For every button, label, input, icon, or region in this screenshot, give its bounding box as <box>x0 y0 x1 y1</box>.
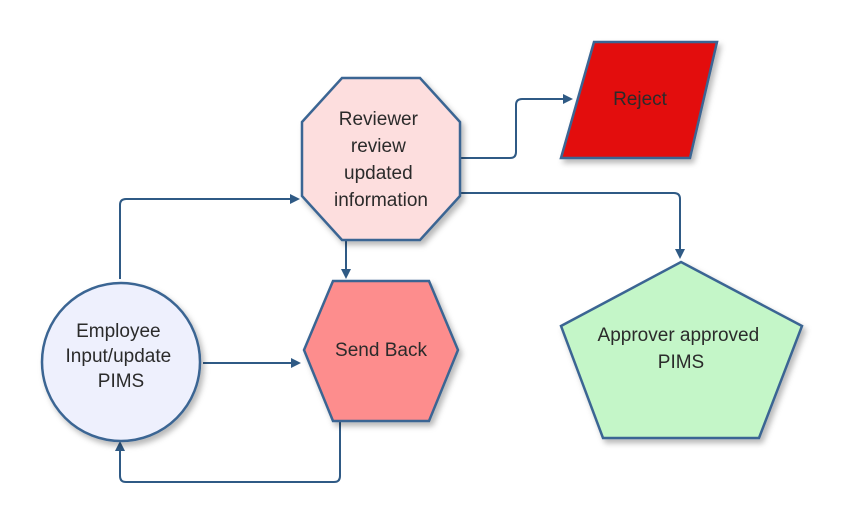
connector-send-back-to-employee <box>115 421 341 483</box>
approver-pentagon[interactable] <box>559 260 804 440</box>
reviewer-octagon[interactable] <box>300 76 462 242</box>
employee-circle[interactable] <box>40 281 202 443</box>
approver-label: Approver approved PIMS <box>598 325 765 373</box>
reviewer-label: Reviewer review updated information <box>334 109 428 211</box>
connector-employee-to-reviewer <box>119 194 300 279</box>
send-back-hexagon[interactable] <box>302 279 460 423</box>
connector-reviewer-to-reject <box>460 94 573 159</box>
connector-reviewer-to-approver <box>460 192 685 259</box>
connectors <box>115 94 685 483</box>
employee-label: Employee Input/update PIMS <box>66 321 177 392</box>
reject-label: Reject <box>613 89 668 110</box>
send-back-label: Send Back <box>335 340 427 361</box>
reject-parallelogram[interactable] <box>559 40 719 160</box>
